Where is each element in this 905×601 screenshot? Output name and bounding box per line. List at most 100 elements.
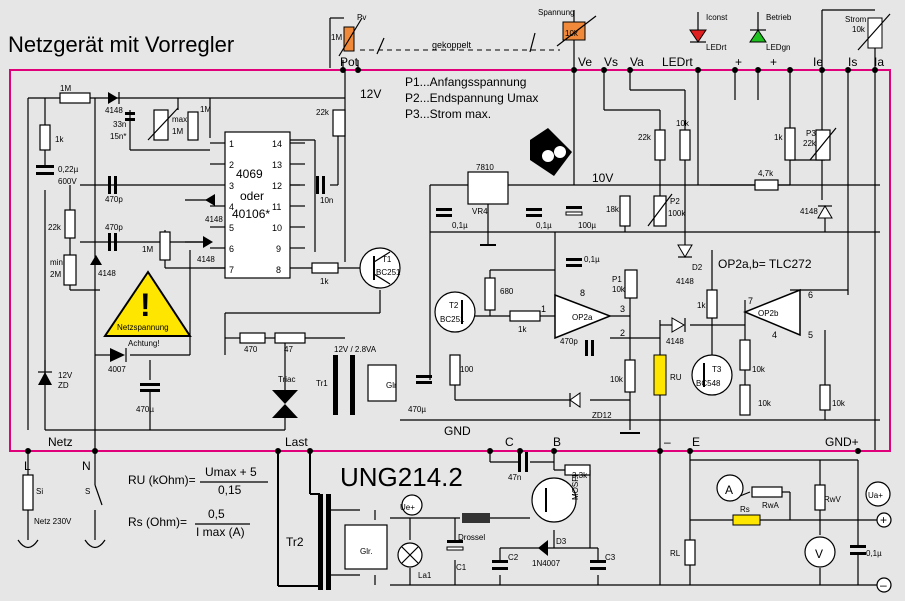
lower-left-components: 4007 12V ZD 470µ 470 47 Triac Tr1 12V / … — [38, 332, 880, 438]
led-green-label: LEDgn — [766, 43, 790, 52]
resistor-1k-d — [509, 310, 541, 322]
formula-rs-numerator: 0,5 — [208, 507, 225, 521]
resistor-22k-c — [654, 129, 666, 161]
d3-type: 1N4007 — [532, 559, 561, 568]
r-18k-label: 18k — [606, 205, 620, 214]
diode-4148-a — [108, 92, 118, 104]
op2a-label: OP2a — [572, 313, 593, 322]
resistor-1m-b — [187, 111, 199, 141]
c-022-label: 0,22µ — [58, 165, 79, 174]
voltmeter — [804, 536, 836, 568]
ammeter-a-label: A — [725, 483, 733, 497]
resistor-rs — [732, 514, 761, 526]
right-components: 7810 VR4 0,1µ 0,1µ 100µ 0,1µ 22k 10k 4,7… — [434, 119, 846, 434]
ua-plus-terminal — [865, 481, 891, 507]
led-green-icon — [749, 29, 767, 43]
c-01u-b-label: 0,1µ — [536, 221, 552, 230]
terminal-ledrt: LEDrt — [662, 55, 693, 69]
model-label: UNG214.2 — [340, 462, 463, 492]
led-betrieb: Betrieb LEDgn — [749, 12, 792, 52]
ic-pin-left: 7 — [229, 265, 234, 275]
r-3k3-label: 3,3k — [572, 471, 588, 480]
ic-pin-left: 6 — [229, 244, 234, 254]
note-p1: P1...Anfangsspannung — [405, 75, 526, 89]
mosfet-label: MOSFET — [571, 467, 580, 500]
ic-pin-right: 11 — [272, 202, 281, 212]
resistor-1m-top — [59, 92, 91, 104]
glr-b-label: Glr. — [360, 547, 372, 556]
terminal-is: Is — [848, 55, 857, 69]
t3-type: BC548 — [696, 379, 721, 388]
bottom-terminals: Netz Last C B – E GND+ — [25, 435, 861, 454]
terminal-pot: Pot — [340, 55, 359, 69]
d2-label: D2 — [692, 263, 703, 272]
c-470u-b-label: 470µ — [408, 405, 426, 414]
pot-max-value: 1M — [172, 127, 183, 136]
r-10k-b-label: 10k — [752, 365, 766, 374]
terminal-plus-1: + — [735, 55, 742, 69]
board-outline — [9, 69, 891, 452]
opamp-op2b — [743, 288, 801, 337]
ic-name-1: 4069 — [236, 167, 263, 181]
t1-type: BC251 — [376, 268, 401, 277]
r-22k-b-label: 22k — [48, 223, 62, 232]
resistor-47 — [274, 332, 306, 344]
formula-rs-left: Rs (Ohm)= — [128, 515, 187, 529]
d-4148-a-label: 4148 — [105, 106, 123, 115]
ic-pin-left: 5 — [229, 223, 234, 233]
op2a-pin-1: 1 — [541, 304, 546, 314]
t2-type: BC251 — [440, 315, 465, 324]
pot-max — [153, 109, 169, 141]
bottom-wiring — [27, 451, 890, 587]
spannung-pot: Spannung 10k — [529, 8, 597, 68]
r-1m-b-label: 1M — [200, 105, 211, 114]
diode-4148-d — [90, 255, 102, 265]
p2-value: 100k — [668, 209, 686, 218]
diode-d3 — [538, 540, 548, 556]
op2b-pin-6: 6 — [808, 290, 813, 300]
formula-rs-denominator: I max (A) — [196, 525, 245, 539]
r-1m-c-label: 1M — [142, 245, 153, 254]
op2b-pin-4: 4 — [772, 330, 777, 340]
terminal-vs: Vs — [604, 55, 618, 69]
bottom-terminal-gnd-plus: GND+ — [825, 435, 859, 449]
rwa-label: RwA — [762, 501, 780, 510]
p3-label: P3 — [806, 129, 816, 138]
betrieb-label: Betrieb — [766, 13, 792, 22]
c-01u-a-label: 0,1µ — [452, 221, 468, 230]
pot-max-label: max — [172, 115, 187, 124]
zd-12v-label: 12V — [58, 371, 73, 380]
diode-4148-c — [203, 236, 213, 248]
resistor-1k-e — [706, 289, 718, 319]
achtung-label: Achtung! — [128, 339, 160, 348]
pot-p3 — [815, 129, 831, 161]
transistor-t3 — [691, 354, 733, 396]
r-47-label: 47 — [284, 345, 293, 354]
resistor-18k — [619, 195, 631, 227]
r-1k-e-label: 1k — [697, 301, 706, 310]
bottom-terminal-b: B — [553, 435, 561, 449]
netzspannung-label: Netzspannung — [117, 323, 169, 332]
r-10k-e-label: 10k — [832, 399, 846, 408]
bottom-components: L N Si S Netz 230V RU (kOhm)= Umax + 5 0… — [17, 452, 892, 593]
d-4148-d-label: 4148 — [98, 269, 116, 278]
c-01u-out-label: 0,1µ — [866, 549, 882, 558]
ue-plus-terminal — [401, 494, 423, 516]
switch-s-label: S — [85, 487, 90, 496]
ic-pin-right: 12 — [272, 181, 282, 191]
op2b-pin-7: 7 — [748, 296, 753, 306]
r-10k-a-label: 10k — [676, 119, 690, 128]
c-600v-label: 600V — [58, 177, 77, 186]
ue-plus-label: Ue+ — [400, 503, 415, 512]
c-470p-a-label: 470p — [105, 195, 123, 204]
fuse-si-label: Si — [36, 487, 43, 496]
bottom-terminal-c: C — [505, 435, 514, 449]
c-10n-label: 10n — [320, 196, 333, 205]
inductor-drossel — [462, 513, 490, 523]
mains-l-label: L — [24, 459, 31, 473]
resistor-rl — [684, 539, 696, 566]
transistor-t2 — [434, 291, 476, 333]
diode-d2 — [677, 244, 693, 258]
vr4-label: VR4 — [472, 207, 488, 216]
resistor-10k-b — [739, 339, 751, 371]
